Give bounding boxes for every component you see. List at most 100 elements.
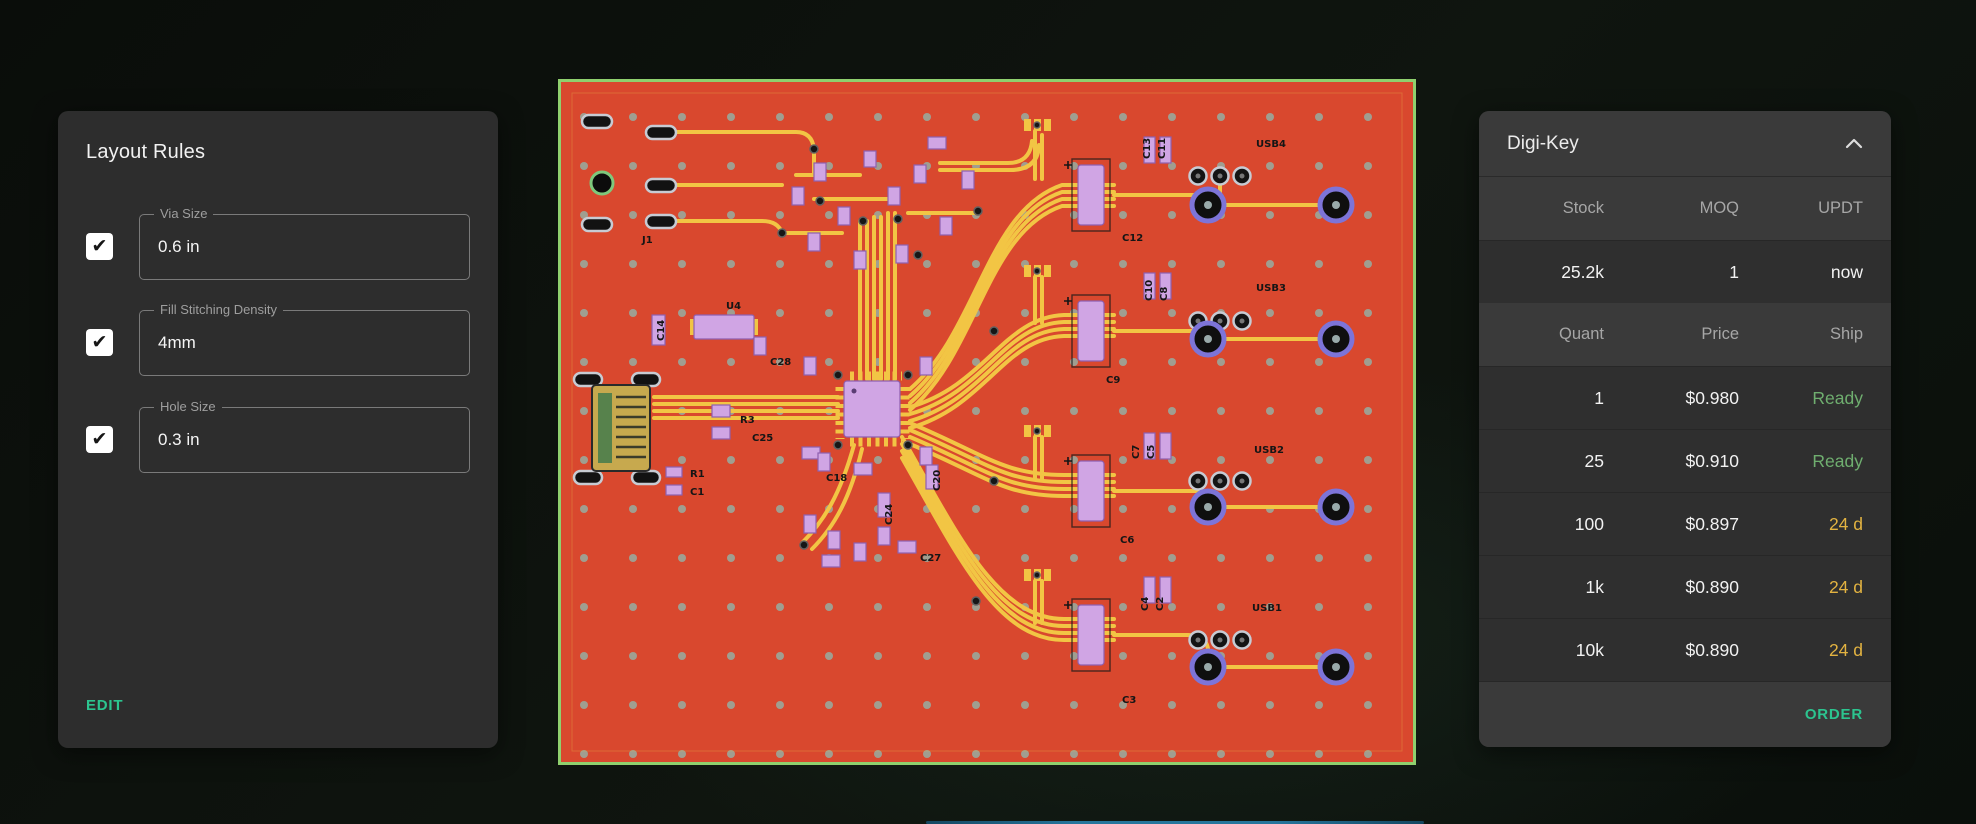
vias-layer — [777, 121, 1041, 606]
pcb-hole-grid — [563, 84, 1411, 760]
svg-text:C4: C4 — [1140, 597, 1151, 611]
ship-cell: Ready — [1812, 387, 1863, 408]
svg-text:C12: C12 — [1122, 233, 1143, 244]
chevron-up-icon[interactable] — [1845, 138, 1863, 149]
fill-stitching-value: 4mm — [158, 333, 196, 352]
svg-text:C18: C18 — [826, 473, 847, 484]
layout-rules-panel: Layout Rules ✔ Via Size 0.6 in ✔ Fill St… — [58, 111, 498, 748]
price-cell: $0.890 — [1685, 639, 1739, 660]
quant-cell: 1k — [1585, 576, 1604, 597]
supplier-header[interactable]: Digi-Key — [1479, 111, 1891, 177]
usb-connector-left — [572, 371, 662, 486]
stock-values-row: 25.2k 1 now — [1479, 240, 1891, 303]
svg-text:USB4: USB4 — [1256, 139, 1286, 150]
pcb-viewport[interactable]: J1 C14 U4 C28 R3 C25 R1 C1 C18 C24 C20 C… — [558, 79, 1416, 765]
svg-text:U4: U4 — [726, 301, 741, 312]
svg-text:C11: C11 — [1157, 138, 1168, 159]
svg-text:C6: C6 — [1120, 535, 1134, 546]
svg-text:C1: C1 — [690, 487, 704, 498]
svg-text:C2: C2 — [1155, 597, 1166, 611]
pcb-canvas[interactable]: J1 C14 U4 C28 R3 C25 R1 C1 C18 C24 C20 C… — [558, 79, 1416, 765]
layout-rules-title: Layout Rules — [86, 141, 206, 163]
price-row: 1k $0.890 24 d — [1479, 555, 1891, 618]
price-row: 25 $0.910 Ready — [1479, 429, 1891, 492]
svg-text:C20: C20 — [932, 470, 943, 491]
usb-port-groups — [1024, 119, 1355, 686]
moq-col-header: MOQ — [1699, 199, 1739, 217]
rule-row-fill-stitching: ✔ Fill Stitching Density 4mm — [84, 302, 470, 376]
ship-cell: Ready — [1812, 450, 1863, 471]
price-row: 100 $0.897 24 d — [1479, 492, 1891, 555]
fill-stitching-label: Fill Stitching Density — [154, 302, 284, 317]
j1-connector — [580, 113, 678, 233]
quant-col-header: Quant — [1559, 325, 1604, 343]
supplier-panel: Digi-Key Stock MOQ UPDT 25.2k 1 now Quan… — [1479, 111, 1891, 747]
pcb-silk-outline — [571, 92, 1403, 752]
silkscreen-labels: J1 C14 U4 C28 R3 C25 R1 C1 C18 C24 C20 C… — [641, 138, 1286, 706]
quant-cell: 25 — [1584, 450, 1604, 471]
stock-col-header: Stock — [1562, 199, 1604, 217]
svg-text:C28: C28 — [770, 357, 791, 368]
ship-cell: 24 d — [1828, 639, 1863, 660]
ship-cell: 24 d — [1828, 513, 1863, 534]
hole-size-checkbox[interactable]: ✔ — [86, 426, 113, 453]
svg-text:C27: C27 — [920, 553, 941, 564]
quant-cell: 10k — [1575, 639, 1604, 660]
hole-size-value: 0.3 in — [158, 430, 200, 449]
svg-text:J1: J1 — [641, 235, 653, 246]
order-button[interactable]: ORDER — [1804, 706, 1863, 723]
price-cell: $0.890 — [1685, 576, 1739, 597]
order-row: ORDER — [1479, 681, 1891, 747]
rule-row-via-size: ✔ Via Size 0.6 in — [84, 206, 470, 280]
svg-text:C14: C14 — [656, 320, 667, 341]
price-header-row: Quant Price Ship — [1479, 303, 1891, 366]
quant-cell: 100 — [1574, 513, 1604, 534]
quant-cell: 1 — [1594, 387, 1604, 408]
svg-text:C5: C5 — [1146, 445, 1157, 459]
via-size-label: Via Size — [154, 206, 214, 221]
fill-stitching-field[interactable]: Fill Stitching Density 4mm — [139, 302, 470, 376]
rule-row-hole-size: ✔ Hole Size 0.3 in — [84, 399, 470, 473]
hole-size-field[interactable]: Hole Size 0.3 in — [139, 399, 470, 473]
price-cell: $0.980 — [1685, 387, 1739, 408]
hole-size-label: Hole Size — [154, 399, 222, 414]
svg-text:USB2: USB2 — [1254, 445, 1284, 456]
updt-col-header: UPDT — [1818, 199, 1863, 217]
edit-button[interactable]: EDIT — [86, 697, 124, 714]
price-cell: $0.910 — [1685, 450, 1739, 471]
svg-text:C24: C24 — [884, 504, 895, 525]
center-ic — [835, 371, 910, 447]
price-row: 10k $0.890 24 d — [1479, 618, 1891, 681]
svg-text:C10: C10 — [1144, 280, 1155, 301]
fill-stitching-checkbox[interactable]: ✔ — [86, 329, 113, 356]
bottom-edge-artifact — [926, 821, 1424, 824]
svg-text:C7: C7 — [1131, 445, 1142, 459]
checkmark-icon: ✔ — [91, 429, 108, 450]
via-size-field[interactable]: Via Size 0.6 in — [139, 206, 470, 280]
passive-components — [651, 136, 975, 568]
svg-text:C3: C3 — [1122, 695, 1136, 706]
price-cell: $0.897 — [1685, 513, 1739, 534]
ship-col-header: Ship — [1829, 325, 1863, 343]
svg-text:C25: C25 — [752, 433, 773, 444]
price-row: 1 $0.980 Ready — [1479, 366, 1891, 429]
checkmark-icon: ✔ — [91, 332, 108, 353]
moq-value: 1 — [1729, 261, 1739, 282]
mounting-hole — [589, 170, 615, 196]
svg-text:C9: C9 — [1106, 375, 1120, 386]
updt-value: now — [1830, 261, 1863, 282]
via-size-checkbox[interactable]: ✔ — [86, 233, 113, 260]
svg-text:USB1: USB1 — [1252, 603, 1282, 614]
via-size-value: 0.6 in — [158, 237, 200, 256]
checkmark-icon: ✔ — [91, 236, 108, 257]
ship-cell: 24 d — [1828, 576, 1863, 597]
svg-text:R3: R3 — [740, 415, 755, 426]
stock-header-row: Stock MOQ UPDT — [1479, 177, 1891, 240]
svg-text:C8: C8 — [1159, 287, 1170, 301]
price-col-header: Price — [1701, 325, 1739, 343]
svg-text:C13: C13 — [1142, 138, 1153, 159]
supplier-name: Digi-Key — [1507, 132, 1579, 154]
svg-text:R1: R1 — [690, 469, 705, 480]
stock-value: 25.2k — [1561, 261, 1604, 282]
